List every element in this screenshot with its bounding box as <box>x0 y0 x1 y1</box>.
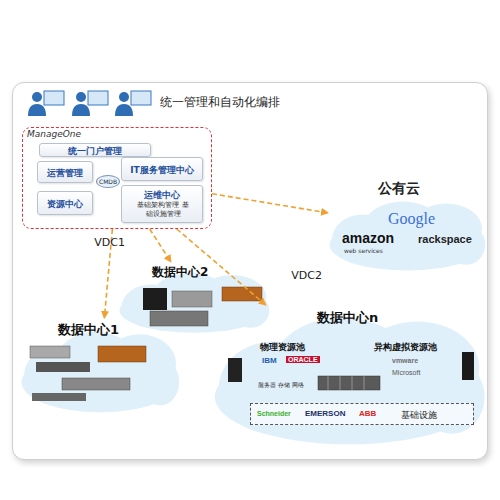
node-text: 数据中心n <box>317 309 378 327</box>
server-rack-row <box>318 376 380 390</box>
cmdb-ellipse: CMDB <box>96 175 120 188</box>
server-tower <box>462 352 474 380</box>
node-text: 数据中心1 <box>58 321 119 339</box>
node-subtext: rackspace <box>418 233 472 245</box>
dashed-arrow <box>150 229 171 262</box>
node-subtext: web services <box>344 247 383 254</box>
node-text: Schneider <box>257 410 291 417</box>
user-icons <box>0 0 500 130</box>
server-unit <box>32 393 86 401</box>
user-icon <box>28 91 64 116</box>
node-text: 物理资源池 <box>260 341 305 354</box>
public-cloud: 公有云 Google amazonweb services rackspace <box>328 180 486 272</box>
node-text: 数据中心2 <box>152 264 208 281</box>
user-icon <box>72 91 108 116</box>
node-text: 运维中心 <box>122 189 202 202</box>
node-subtext: 基础架构管理 基础设施管理 <box>136 201 190 219</box>
manageone-frame: ManageOne 统一门户管理运营管理 IT服务管理中心资源中心 CMDB运维中心基… <box>22 127 212 229</box>
dashed-arrow <box>212 194 328 213</box>
node-text: 资源中心 <box>38 198 92 211</box>
edge-label: VDC2 <box>291 269 322 282</box>
node-subtext: IBM <box>262 356 277 365</box>
edge-label: VDC1 <box>94 236 125 249</box>
server-tower <box>228 358 242 382</box>
portal-box: 统一门户管理 <box>39 143 151 157</box>
node-subtext: 服务器 存储 网络 <box>258 381 304 390</box>
node-subtext: Google <box>388 210 435 228</box>
operations-box: 运营管理 <box>37 161 93 183</box>
server-unit <box>36 362 90 372</box>
infrastructure-band: Schneider EMERSON ABB 基础设施 <box>250 403 474 425</box>
user-icon <box>115 91 151 116</box>
node-text: 异构虚拟资源池 <box>374 341 437 354</box>
node-subtext: ABB <box>359 409 376 418</box>
diagram-title: 统一管理和自动化编排 <box>160 94 280 111</box>
node-subtext: Microsoft <box>392 369 420 376</box>
node-subtext: amazon <box>342 230 394 246</box>
node-text: CMDB <box>97 178 119 185</box>
server-unit <box>30 346 70 358</box>
node-text: ManageOne <box>27 129 81 139</box>
virtual-resource-pool: 异构虚拟资源池 vmwareMicrosoft <box>372 341 472 397</box>
server-tower <box>143 288 167 310</box>
storage-array <box>150 311 208 326</box>
node-subtext: EMERSON <box>305 409 345 418</box>
server-rack <box>222 287 262 301</box>
server-unit <box>62 378 130 390</box>
node-text: 运营管理 <box>38 167 92 180</box>
node-subtext: ORACLE <box>286 356 320 363</box>
itsm-box: IT服务管理中心 <box>121 157 203 181</box>
server-rack <box>98 346 146 362</box>
storage-array <box>172 291 212 307</box>
node-subtext: vmware <box>392 357 418 364</box>
resource-box: 资源中心 <box>37 191 93 215</box>
node-text: IT服务管理中心 <box>122 164 202 177</box>
maintenance-box: 运维中心基础架构管理 基础设施管理 <box>121 185 203 223</box>
node-subtext: 基础设施 <box>401 409 437 422</box>
node-text: 公有云 <box>378 180 420 198</box>
